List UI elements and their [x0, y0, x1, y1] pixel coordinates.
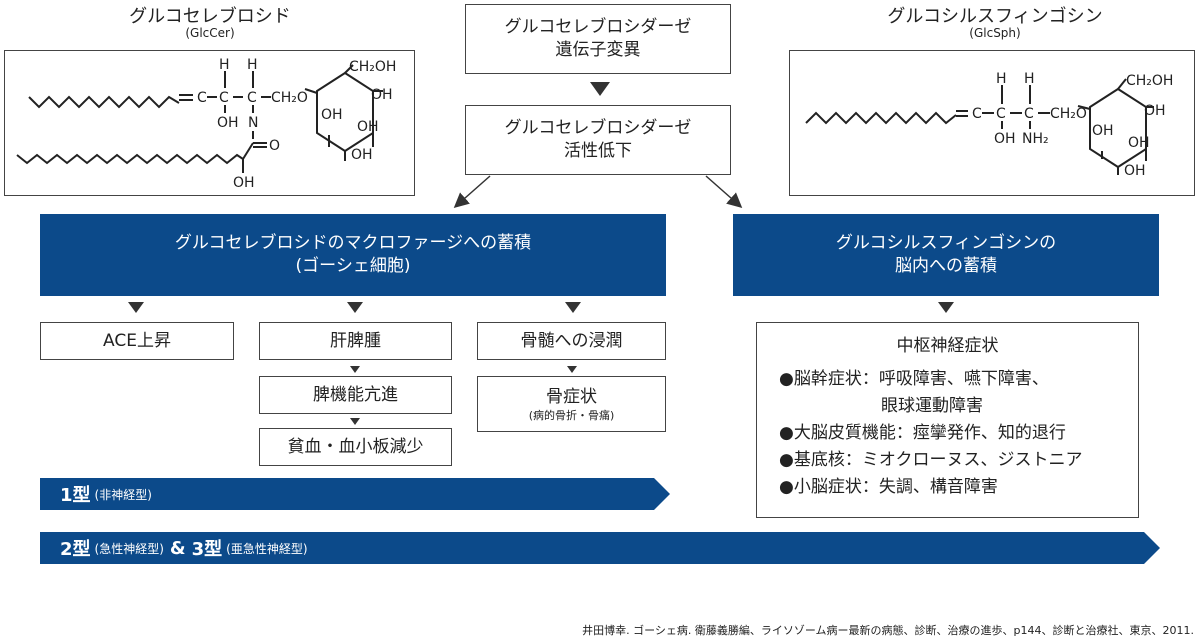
mutation-line2: 遺伝子変異 — [555, 40, 641, 60]
glccer-oh4: OH — [321, 107, 343, 123]
glcsph-oh4: OH — [1128, 135, 1150, 151]
bone-marrow-box: 骨髄への浸潤 — [477, 322, 666, 360]
glccer-c1: C — [197, 90, 207, 106]
down-arrow-icon — [565, 302, 581, 313]
type2-sub: (急性神経型) — [94, 541, 164, 556]
glcsph-nh2: NH₂ — [1022, 131, 1049, 147]
glccer-c3: C — [247, 90, 257, 106]
bone-item-1: 骨髄への浸潤 — [520, 330, 623, 351]
cns-symptoms-box: 中枢神経症状 ●脳幹症状：呼吸障害、嚥下障害、 眼球運動障害 ●大脳皮質機能：痙… — [756, 322, 1139, 518]
liver-item-3: 貧血・血小板減少 — [287, 436, 424, 457]
glccer-h2: H — [247, 57, 258, 73]
hypersplenism-box: 脾機能亢進 — [259, 376, 452, 414]
glccer-title: グルコセレブロシド — [129, 6, 291, 27]
glcsph-oh1: OH — [994, 131, 1016, 147]
glccer-oh1: OH — [217, 115, 239, 131]
glccer-ch2oh: CH₂OH — [349, 59, 396, 75]
down-arrow-icon — [567, 366, 577, 373]
macrophage-accumulation-box: グルコセレブロシドのマクロファージへの蓄積 (ゴーシェ細胞) — [40, 214, 666, 296]
arrow-left-icon — [453, 175, 491, 208]
ace-label: ACE上昇 — [103, 330, 171, 351]
glcsph-oh3: OH — [1092, 123, 1114, 139]
cns-item: ●基底核：ミオクローヌス、ジストニア — [779, 450, 1083, 470]
type1-bar: 1型 (非神経型) — [40, 478, 670, 510]
type1-main: 1型 — [60, 485, 91, 506]
down-arrow-icon — [350, 418, 360, 425]
down-arrow-icon — [350, 366, 360, 373]
bone-item-2-sub: (病的骨折・骨痛) — [528, 408, 615, 422]
arrow-right-icon — [705, 175, 743, 208]
glccer-ch2o: CH₂O — [271, 90, 308, 106]
glcsph-title: グルコシルスフィンゴシン — [887, 6, 1103, 27]
glccer-o: O — [269, 138, 280, 154]
anemia-box: 貧血・血小板減少 — [259, 428, 452, 466]
down-arrow-icon — [590, 82, 610, 96]
glcsph-h2: H — [1024, 71, 1035, 87]
glcsph-h1: H — [996, 71, 1007, 87]
citation: 井田博幸. ゴーシェ病. 衛藤義勝編、ライソゾーム病ー最新の病態、診断、治療の進… — [582, 624, 1194, 637]
liver-item-1: 肝脾腫 — [330, 330, 381, 351]
down-arrow-icon — [347, 302, 363, 313]
type2-main: 2型 — [60, 539, 91, 560]
glcsph-c3: C — [1024, 106, 1034, 122]
glcsph-abbr: (GlcSph) — [969, 26, 1021, 40]
activity-line1: グルコセレブロシダーゼ — [504, 118, 692, 138]
glccer-oh2: OH — [233, 175, 255, 191]
glcsph-c1: C — [972, 106, 982, 122]
glcsph-structure-diagram: H H C C C OH NH₂ CH₂O CH₂OH OH OH OH OH — [805, 71, 1173, 179]
glccer-oh6: OH — [351, 147, 373, 163]
bone-item-2: 骨症状 — [546, 386, 597, 407]
cns-item: 眼球運動障害 — [779, 396, 983, 416]
glccer-structure-diagram: H H C C C OH N CH₂O O OH CH₂OH OH OH OH … — [16, 57, 396, 191]
type3-sub: (亜急性神経型) — [226, 541, 308, 556]
glccer-oh5: OH — [357, 119, 379, 135]
mutation-box: グルコセレブロシダーゼ 遺伝子変異 — [465, 4, 731, 74]
mutation-line1: グルコセレブロシダーゼ — [504, 17, 692, 37]
down-arrow-icon — [128, 302, 144, 313]
bone-symptoms-box: 骨症状 (病的骨折・骨痛) — [477, 376, 666, 432]
glcsph-oh2: OH — [1144, 103, 1166, 119]
glccer-c2: C — [219, 90, 229, 106]
macrophage-line2: (ゴーシェ細胞) — [295, 256, 411, 276]
macrophage-line1: グルコセレブロシドのマクロファージへの蓄積 — [174, 233, 532, 253]
glccer-n: N — [248, 115, 258, 131]
cns-item: ●小脳症状：失調、構音障害 — [779, 477, 998, 497]
glccer-oh3: OH — [371, 87, 393, 103]
brain-line1: グルコシルスフィンゴシンの — [835, 233, 1057, 253]
activity-box: グルコセレブロシダーゼ 活性低下 — [465, 105, 731, 175]
liver-item-2: 脾機能亢進 — [313, 384, 398, 405]
glccer-h1: H — [219, 57, 230, 73]
cns-item: ●脳幹症状：呼吸障害、嚥下障害、 — [779, 369, 1049, 389]
glcsph-ch2oh: CH₂OH — [1126, 73, 1173, 89]
activity-line2: 活性低下 — [564, 141, 632, 161]
type23-bar: 2型 (急性神経型) & 3型 (亜急性神経型) — [40, 532, 1160, 564]
glcsph-structure: H H C C C OH NH₂ CH₂O CH₂OH OH OH OH OH — [789, 50, 1195, 196]
glcsph-ch2o: CH₂O — [1050, 106, 1087, 122]
glccer-structure: H H C C C OH N CH₂O O OH CH₂OH OH OH OH … — [4, 50, 415, 196]
type1-sub: (非神経型) — [94, 487, 152, 502]
type3-main: 3型 — [191, 539, 223, 560]
cns-list: ●脳幹症状：呼吸障害、嚥下障害、 眼球運動障害 ●大脳皮質機能：痙攣発作、知的退… — [757, 366, 1138, 501]
cns-title: 中枢神経症状 — [896, 336, 999, 356]
glccer-abbr: (GlcCer) — [185, 26, 235, 40]
ace-box: ACE上昇 — [40, 322, 234, 360]
down-arrow-icon — [938, 302, 954, 313]
cns-item: ●大脳皮質機能：痙攣発作、知的退行 — [779, 423, 1066, 443]
hepatosplenomegaly-box: 肝脾腫 — [259, 322, 452, 360]
glcsph-c2: C — [996, 106, 1006, 122]
type-amp: & — [169, 537, 186, 559]
brain-accumulation-box: グルコシルスフィンゴシンの 脳内への蓄積 — [733, 214, 1159, 296]
brain-line2: 脳内への蓄積 — [895, 256, 997, 276]
glcsph-oh5: OH — [1124, 163, 1146, 179]
